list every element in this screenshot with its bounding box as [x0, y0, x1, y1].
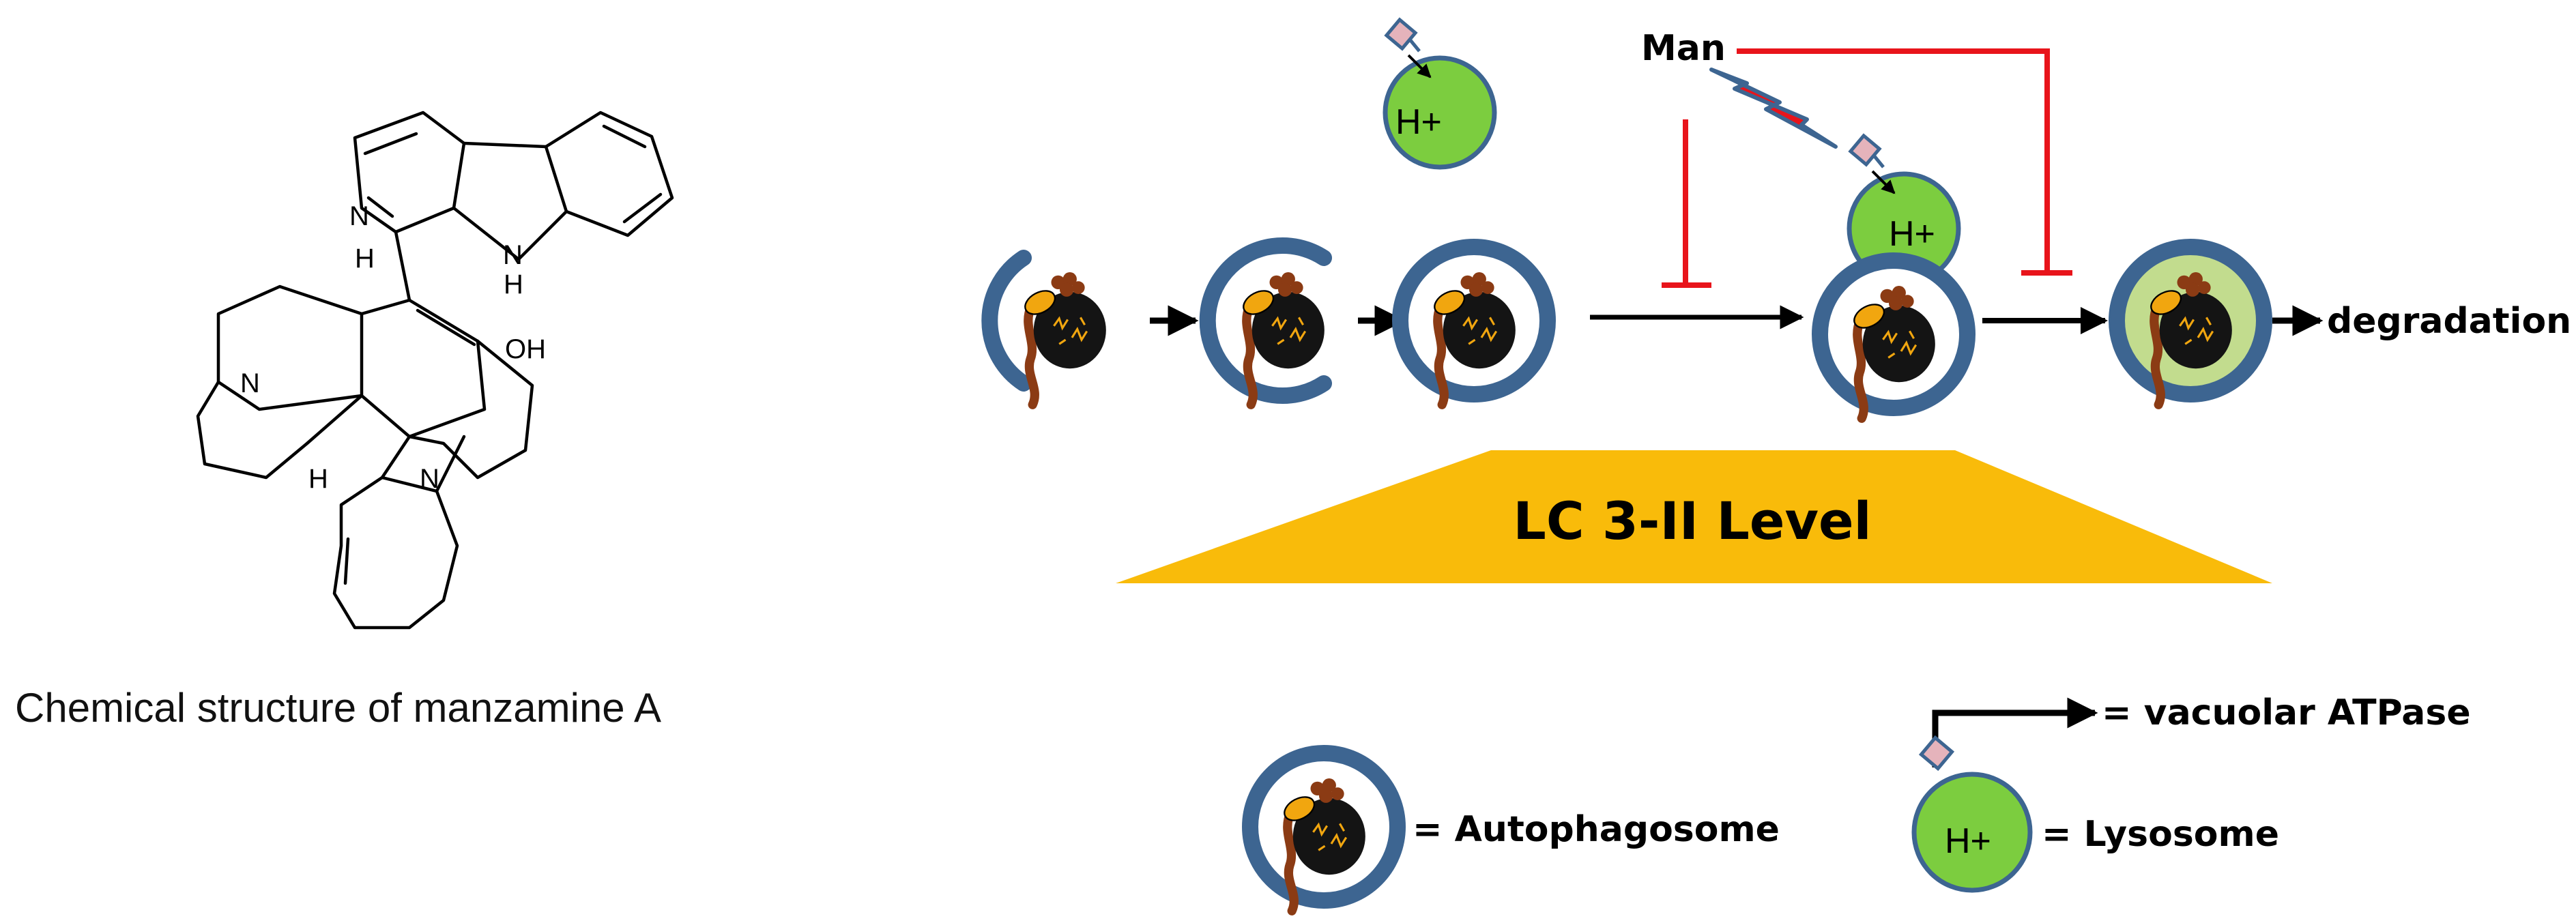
atom-h-bottom: H [308, 464, 328, 494]
phagophore-stage-1 [981, 250, 1106, 405]
atom-oh: OH [505, 334, 546, 364]
autolysosome [2109, 239, 2272, 405]
atom-n-bottom: N [420, 464, 439, 494]
lc3-level-label: LC 3-II Level [1513, 490, 1871, 551]
autophagosome-fusing [1812, 252, 1976, 418]
man-label: Man [1641, 28, 1726, 69]
atom-nh: N [503, 240, 523, 270]
atom-h-indole: H [504, 269, 523, 299]
lysosome-top [1385, 20, 1494, 167]
legend-lysosome-label: = Lysosome [2042, 814, 2279, 855]
degradation-label: degradation [2327, 301, 2571, 342]
piperidine-ring [216, 284, 364, 411]
h-plus-fusing: H+ [1889, 214, 1935, 254]
azocine-ring [332, 475, 459, 630]
lightning-bolt-icon [1709, 68, 1838, 149]
legend-atpase-arrow [1932, 697, 2098, 767]
legend-autophagosome-label: = Autophagosome [1413, 809, 1780, 850]
atom-n-left: N [240, 368, 260, 398]
structure-caption: Chemical structure of manzamine A [15, 685, 661, 731]
pyridine-ring [353, 111, 466, 234]
atom-h-top: H [355, 244, 375, 274]
lc3-level-band [1116, 450, 2272, 583]
manzamine-a-structure [196, 111, 674, 630]
inhibition-path-right [1737, 48, 2050, 273]
benzene-ring [544, 111, 674, 237]
h-plus-top: H+ [1395, 102, 1442, 142]
legend-autophagosome-icon [1242, 745, 1406, 911]
phagophore-stage-2 [1199, 237, 1332, 405]
autophagosome-stage-3 [1392, 239, 1556, 405]
core-ring-upper [360, 298, 487, 439]
legend-h-plus: H+ [1945, 821, 1991, 861]
atom-n-pyridine: N [349, 201, 369, 231]
legend-lysosome-icon [1911, 735, 2033, 893]
legend-atpase-label: = vacuolar ATPase [2102, 692, 2471, 733]
